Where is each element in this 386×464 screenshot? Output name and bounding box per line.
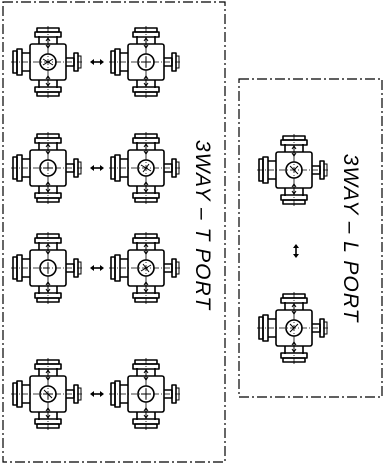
ball-bore-marker xyxy=(43,389,53,399)
three-way-valve-icon xyxy=(108,231,181,305)
double-headed-arrow-icon xyxy=(89,164,105,172)
double-headed-arrow-icon xyxy=(89,390,105,398)
ball-bore-marker xyxy=(289,323,299,333)
t-port-row xyxy=(10,231,181,305)
ball-bore-marker xyxy=(43,263,49,273)
ball-bore-marker xyxy=(141,389,151,399)
l-port-frame xyxy=(238,78,383,398)
three-way-valve-icon xyxy=(10,25,83,99)
t-port-label: 3WAY – T PORT xyxy=(191,140,214,311)
ball-bore-marker xyxy=(42,58,54,66)
t-port-row xyxy=(10,357,181,431)
double-headed-arrow-icon xyxy=(89,264,105,272)
l-port-label: 3WAY – L PORT xyxy=(339,154,362,324)
double-headed-arrow-icon xyxy=(89,58,105,66)
ball-bore-marker xyxy=(141,57,151,67)
three-way-valve-icon xyxy=(256,291,329,365)
ball-bore-marker xyxy=(43,163,53,169)
t-port-group: 3WAY – T PORT xyxy=(2,1,226,463)
l-port-group: 3WAY – L PORT xyxy=(238,78,383,398)
ball-bore-marker xyxy=(289,165,299,175)
ball-bore-marker xyxy=(140,263,152,273)
l-port-row xyxy=(256,133,329,365)
three-way-valve-icon xyxy=(256,133,329,207)
t-port-frame xyxy=(2,1,226,463)
three-way-valve-icon xyxy=(108,131,181,205)
ball-bore-marker xyxy=(140,163,152,173)
t-port-row xyxy=(10,25,181,99)
t-port-row xyxy=(10,131,181,205)
double-headed-arrow-icon xyxy=(292,243,300,259)
